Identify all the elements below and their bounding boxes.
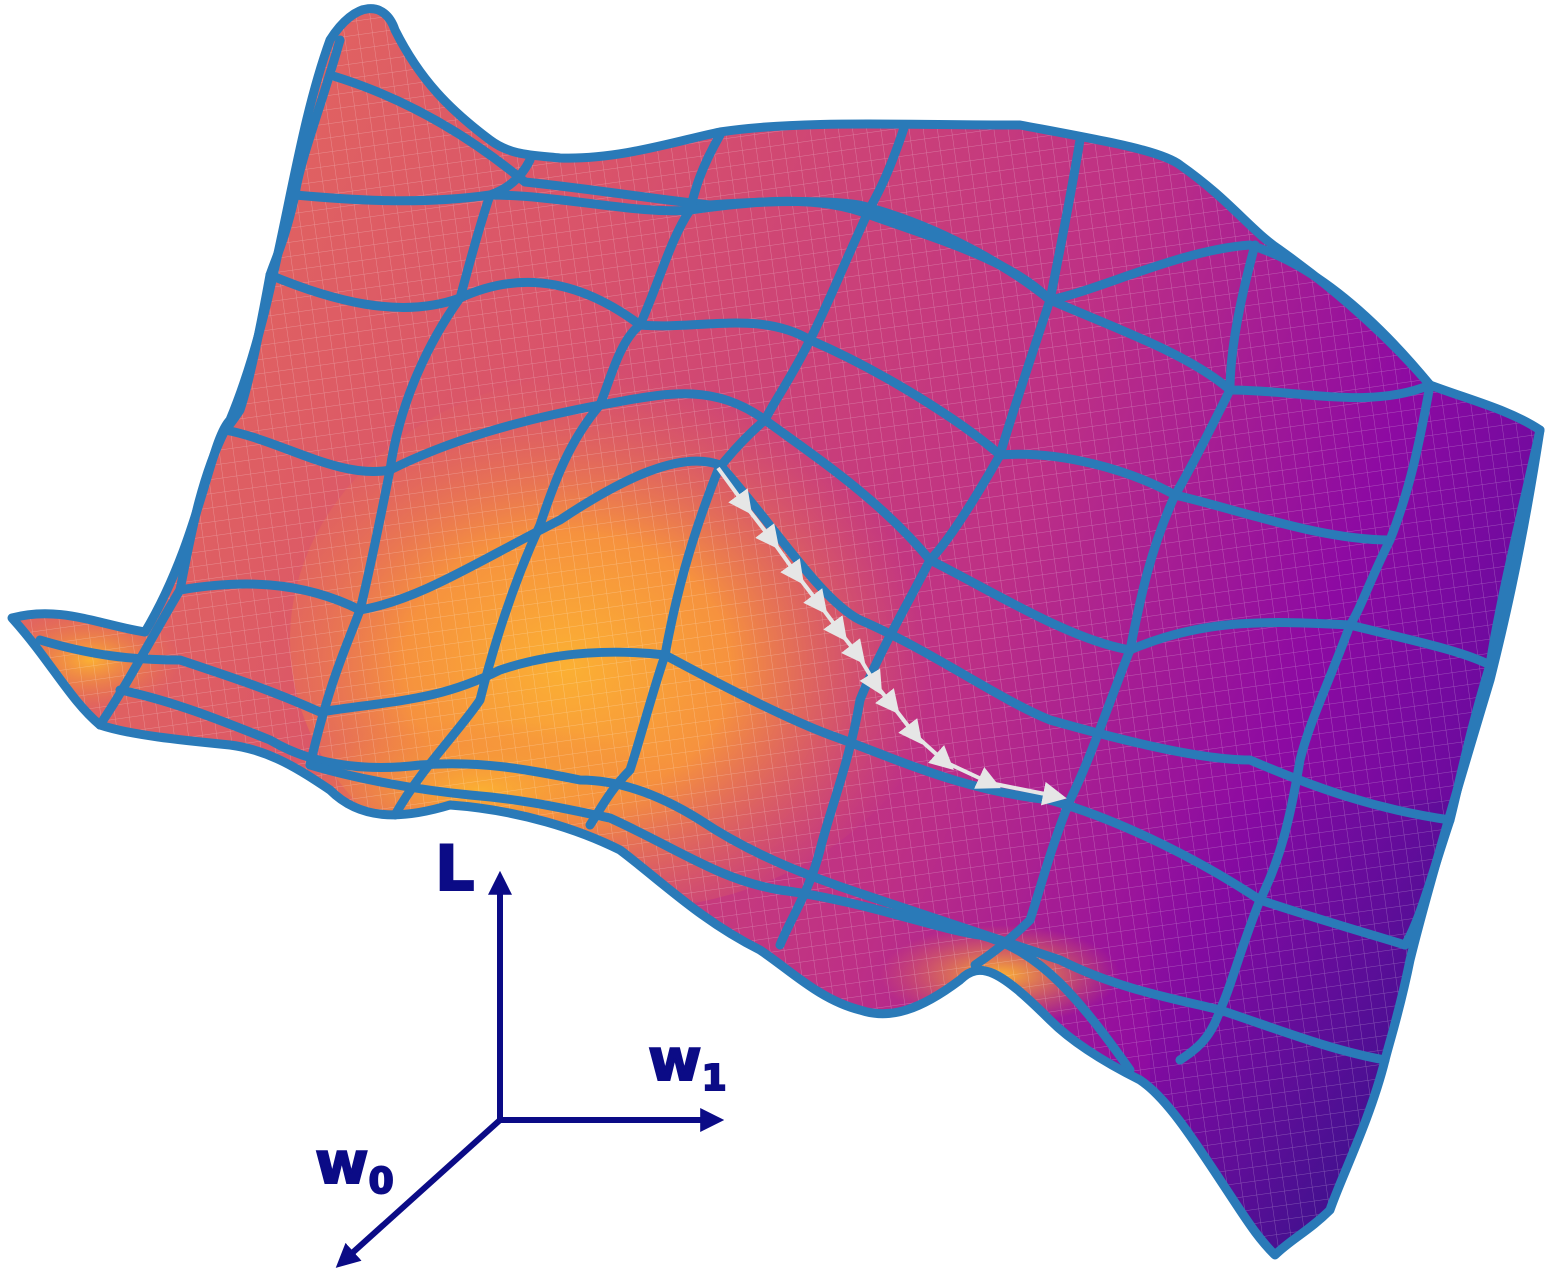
descent-step-arrow <box>856 653 883 696</box>
descent-step-arrow <box>989 781 1067 806</box>
grid-row <box>305 760 1135 1075</box>
axis-label-w0-base: w <box>315 1129 369 1197</box>
axes: L w1 w0 <box>314 831 728 1268</box>
axis-label-w0: w0 <box>315 1129 394 1202</box>
axis-w0 <box>335 1117 503 1268</box>
grid-col <box>305 155 535 770</box>
surface-grid <box>12 9 1545 1255</box>
grid-col <box>95 35 345 730</box>
descent-step-arrow <box>743 503 780 550</box>
grid-col <box>390 130 725 820</box>
axis-label-L: L <box>435 832 475 905</box>
descent-step-arrow <box>716 466 753 515</box>
axis-label-w1-base: w <box>648 1026 702 1094</box>
descent-step-arrow <box>838 630 866 665</box>
descent-step-arrow <box>944 760 1001 789</box>
descent-step-arrow <box>770 538 804 585</box>
grid-row <box>115 685 1390 1065</box>
grid-row <box>220 389 1495 670</box>
grid-col <box>970 240 1260 970</box>
axis-label-w1: w1 <box>648 1026 727 1099</box>
descent-step-arrow <box>913 733 954 771</box>
grid-row <box>35 635 1410 950</box>
grid-col <box>775 135 1085 950</box>
descent-step-arrow <box>874 683 900 715</box>
axis-label-w0-sub: 0 <box>369 1161 394 1202</box>
descent-step-arrow <box>818 603 848 642</box>
descent-step-arrow <box>795 573 828 615</box>
descent-step-arrow <box>890 703 923 745</box>
axis-label-w1-sub: 1 <box>702 1058 727 1099</box>
gradient-descent-path <box>716 466 1067 806</box>
grid-col <box>585 120 910 830</box>
grid-col <box>1175 380 1435 1065</box>
